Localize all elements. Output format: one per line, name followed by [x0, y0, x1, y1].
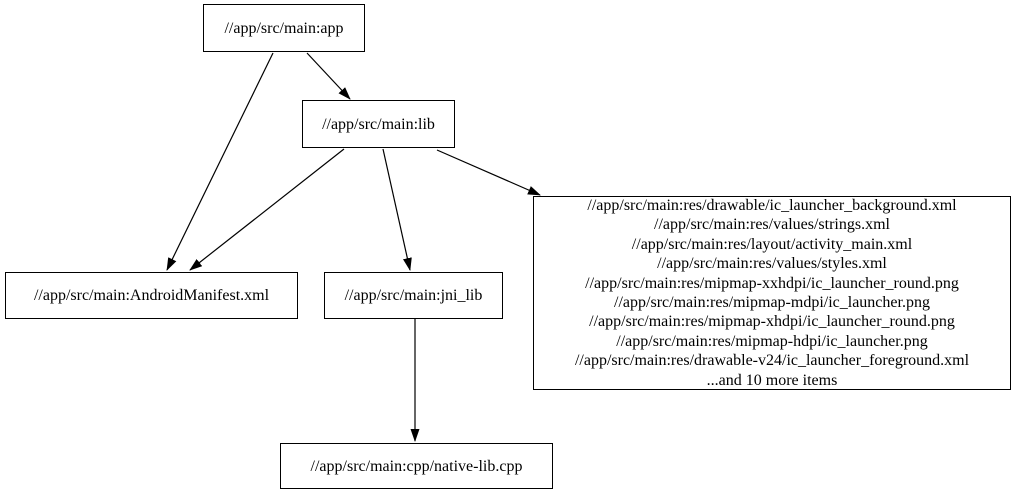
node-res-group: //app/src/main:res/drawable/ic_launcher_… [533, 196, 1011, 390]
edge-lib-to-manifest [189, 148, 345, 271]
res-item: //app/src/main:res/mipmap-mdpi/ic_launch… [614, 294, 930, 311]
res-more-items: ...and 10 more items [706, 371, 838, 389]
res-item: //app/src/main:res/layout/activity_main.… [631, 235, 913, 253]
res-item: //app/src/main:res/mipmap-xxhdpi/ic_laun… [585, 274, 959, 292]
res-item: //app/src/main:res/drawable/ic_launcher_… [587, 196, 957, 214]
node-app-label: //app/src/main:app [224, 19, 344, 37]
res-item: //app/src/main:res/values/strings.xml [654, 216, 890, 234]
node-android-manifest-label: //app/src/main:AndroidManifest.xml [33, 287, 270, 304]
edge-lib-to-jni-lib [382, 148, 412, 271]
edge-lib-to-res-group [436, 149, 541, 196]
res-item: //app/src/main:res/drawable-v24/ic_launc… [574, 352, 970, 370]
node-jni-lib: //app/src/main:jni_lib [324, 272, 503, 319]
res-item: //app/src/main:res/mipmap-hdpi/ic_launch… [616, 332, 928, 350]
node-lib-label: //app/src/main:lib [322, 115, 435, 133]
edge-app-to-manifest [166, 52, 274, 271]
node-jni-lib-label: //app/src/main:jni_lib [344, 287, 483, 304]
edge-app-to-lib [306, 52, 351, 100]
node-native-lib-cpp: //app/src/main:cpp/native-lib.cpp [280, 443, 553, 489]
res-item: //app/src/main:res/values/styles.xml [657, 255, 887, 273]
node-android-manifest: //app/src/main:AndroidManifest.xml [5, 272, 298, 319]
res-item: //app/src/main:res/mipmap-xhdpi/ic_launc… [589, 313, 955, 331]
node-native-lib-cpp-label: //app/src/main:cpp/native-lib.cpp [310, 457, 523, 475]
node-app: //app/src/main:app [203, 4, 365, 52]
node-lib: //app/src/main:lib [302, 100, 455, 148]
